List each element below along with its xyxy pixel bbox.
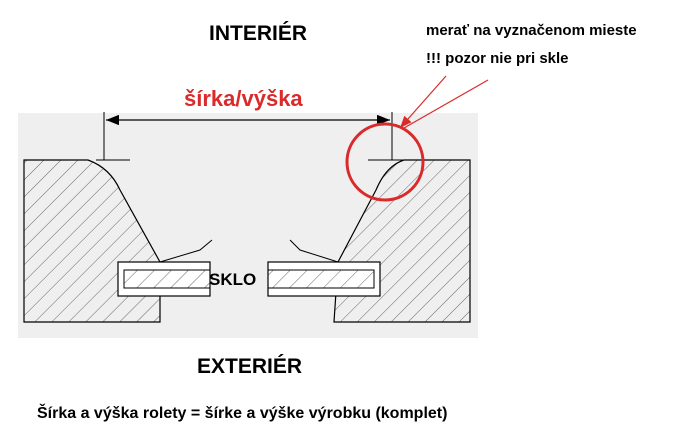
glass-label: SKLO [209, 270, 257, 289]
glass-pane-right-inner [267, 269, 375, 289]
measure-note-line2: !!! pozor nie pri skle [426, 50, 569, 67]
footer-note: Šírka a výška rolety = šírke a výške výr… [37, 405, 448, 422]
measure-point-circle [345, 122, 425, 202]
note-pointer-line-2 [403, 79, 489, 129]
dimension-label: šírka/výška [184, 86, 303, 111]
right-gasket [289, 239, 339, 263]
measure-note-line1: merať na vyznačenom mieste [426, 22, 637, 39]
left-gasket [159, 239, 213, 263]
exterior-label: EXTERIÉR [197, 355, 303, 378]
glass-pane-left-inner [123, 269, 211, 289]
interior-label: INTERIÉR [209, 22, 308, 45]
note-pointer-line-1 [399, 75, 447, 129]
